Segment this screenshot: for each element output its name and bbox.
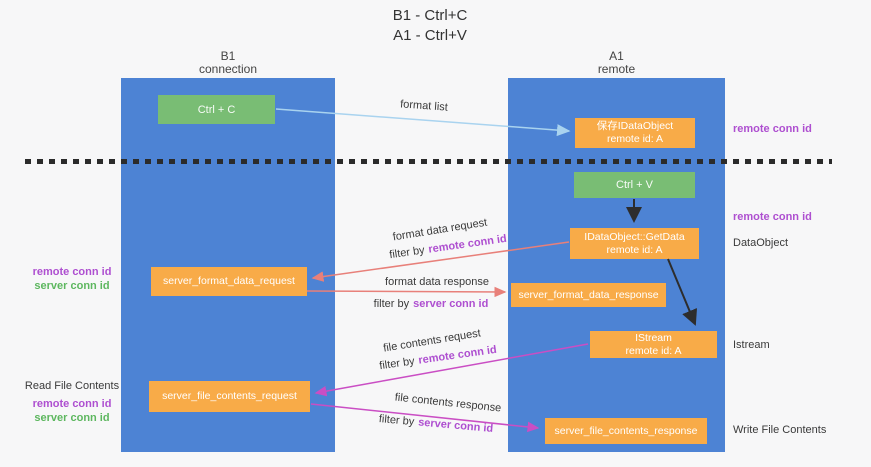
- left-label-group-file: Read File Contents remote conn id server…: [12, 379, 132, 425]
- diagram-title: B1 - Ctrl+C A1 - Ctrl+V: [320, 6, 540, 46]
- left-column-subtitle: connection: [198, 62, 258, 76]
- right-label-write-file-contents: Write File Contents: [733, 424, 827, 436]
- node-istream-line2: remote id: A: [625, 344, 682, 357]
- node-ctrl-v: Ctrl + V: [574, 172, 695, 198]
- node-server-file-contents-request: server_file_contents_request: [149, 381, 310, 412]
- left-label-remote-conn-id-1: remote conn id: [32, 266, 112, 278]
- left-column-name: B1: [220, 49, 236, 63]
- edge-label-format-data-response: format data response: [385, 276, 489, 288]
- node-server-format-data-response: server_format_data_response: [511, 283, 666, 307]
- title-line-1: B1 - Ctrl+C: [392, 7, 468, 24]
- filter-by-text: filter by: [373, 298, 410, 310]
- filter-by-text: filter by: [378, 355, 416, 373]
- edge-label-filter-server-2: filter by server conn id: [378, 413, 493, 435]
- node-server-format-data-request: server_format_data_request: [151, 267, 307, 296]
- node-server-file-contents-response-label: server_file_contents_response: [554, 424, 698, 437]
- remote-conn-id-text: remote conn id: [427, 232, 508, 256]
- edge-label-format-list: format list: [399, 98, 449, 114]
- node-ctrl-c-label: Ctrl + C: [197, 103, 236, 116]
- server-conn-id-text: server conn id: [413, 298, 489, 310]
- edge-label-filter-server-1: filter by server conn id: [374, 298, 489, 310]
- filter-by-text: filter by: [378, 413, 415, 429]
- right-column-subtitle: remote: [597, 62, 636, 76]
- server-conn-id-text: server conn id: [417, 416, 494, 435]
- node-idataobject-getdata-line1: IDataObject::GetData: [584, 230, 685, 243]
- left-label-remote-conn-id-2: remote conn id: [32, 398, 112, 410]
- node-server-file-contents-request-label: server_file_contents_request: [162, 390, 297, 402]
- node-server-format-data-response-label: server_format_data_response: [518, 288, 659, 301]
- node-istream-line1: IStream: [635, 331, 672, 344]
- left-label-server-conn-id-2: server conn id: [34, 412, 110, 424]
- node-ctrl-v-label: Ctrl + V: [616, 179, 653, 191]
- arrow-format-data-response: [306, 286, 507, 298]
- right-column-header: A1 remote: [508, 50, 725, 76]
- node-save-idataobject-line2: remote id: A: [606, 133, 664, 145]
- node-save-idataobject: 保存IDataObject remote id: A: [575, 118, 695, 148]
- title-line-2: A1 - Ctrl+V: [393, 27, 467, 44]
- node-server-format-data-request-label: server_format_data_request: [163, 275, 295, 287]
- edge-label-file-contents-response: file contents response: [394, 391, 502, 415]
- right-column-name: A1: [609, 49, 624, 63]
- node-idataobject-getdata-line2: remote id: A: [606, 243, 663, 256]
- left-label-group-format: remote conn id server conn id: [12, 265, 132, 293]
- left-label-server-conn-id-1: server conn id: [34, 280, 110, 292]
- right-label-dataobject: DataObject: [733, 237, 789, 249]
- phase-separator-dashed-line: [25, 159, 832, 164]
- right-label-remote-conn-id-1: remote conn id: [733, 123, 812, 135]
- left-column-header: B1 connection: [121, 50, 335, 76]
- filter-by-text: filter by: [388, 244, 426, 262]
- left-label-read-file-contents: Read File Contents: [24, 380, 120, 392]
- node-ctrl-c: Ctrl + C: [158, 95, 275, 124]
- right-label-remote-conn-id-2: remote conn id: [733, 211, 812, 223]
- node-istream: IStream remote id: A: [590, 331, 717, 358]
- right-label-istream: Istream: [733, 339, 770, 351]
- node-idataobject-getdata: IDataObject::GetData remote id: A: [570, 228, 699, 259]
- node-save-idataobject-line1: 保存IDataObject: [596, 120, 674, 132]
- node-server-file-contents-response: server_file_contents_response: [545, 418, 707, 444]
